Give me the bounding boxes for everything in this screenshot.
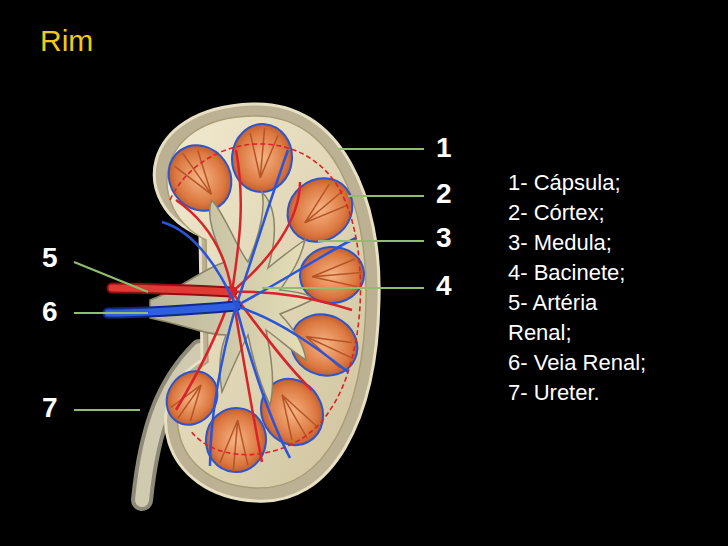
vein-branch — [236, 306, 290, 458]
leader-line — [318, 240, 424, 242]
key-entry: 3- Medula; — [508, 228, 658, 258]
leader-lines — [74, 149, 424, 410]
callout-number: 7 — [42, 392, 58, 424]
leader-line — [262, 287, 424, 289]
callout-number: 3 — [436, 222, 452, 254]
pyramid-striation — [270, 388, 319, 445]
key-entry: 2- Córtex; — [508, 198, 658, 228]
key-entry: 6- Veia Renal; — [508, 348, 658, 378]
key-entry: 7- Ureter. — [508, 378, 658, 408]
leader-line — [74, 409, 140, 411]
pyramid-striation — [296, 180, 352, 234]
vein-branch — [210, 306, 236, 466]
vein-branch — [162, 222, 236, 306]
key-entry: 5- Artéria Renal; — [508, 288, 658, 348]
renal-vein — [108, 306, 236, 313]
key-list: 1- Cápsula;2- Córtex;3- Medula;4- Bacine… — [508, 168, 658, 408]
callout-number: 4 — [436, 270, 452, 302]
renal-artery — [112, 288, 232, 292]
pyramid — [156, 133, 244, 223]
leader-line — [348, 195, 424, 197]
pyramid-striation — [219, 419, 251, 471]
leader-line — [338, 148, 424, 150]
pyramid-striation — [300, 324, 357, 371]
renal-vein — [108, 306, 236, 313]
artery-branch — [232, 292, 352, 310]
artery-branch — [232, 150, 241, 292]
leader-line — [74, 262, 148, 292]
vein-branch — [236, 150, 288, 306]
artery-branch — [176, 200, 232, 292]
key-entry: 1- Cápsula; — [508, 168, 658, 198]
vein-branches — [162, 150, 356, 466]
callout-number: 6 — [42, 296, 58, 328]
key-entry: 4- Bacinete; — [508, 258, 658, 288]
pyramid-striation — [311, 258, 363, 290]
renal-artery — [112, 288, 232, 292]
artery-branch — [232, 292, 312, 390]
vein-branch — [236, 238, 356, 306]
callout-number: 2 — [436, 178, 452, 210]
leader-line — [74, 312, 148, 314]
pyramid-striation — [246, 127, 278, 179]
callout-number: 5 — [42, 242, 58, 274]
title: Rim — [40, 24, 93, 58]
pyramid — [156, 361, 227, 434]
callout-number: 1 — [436, 132, 452, 164]
